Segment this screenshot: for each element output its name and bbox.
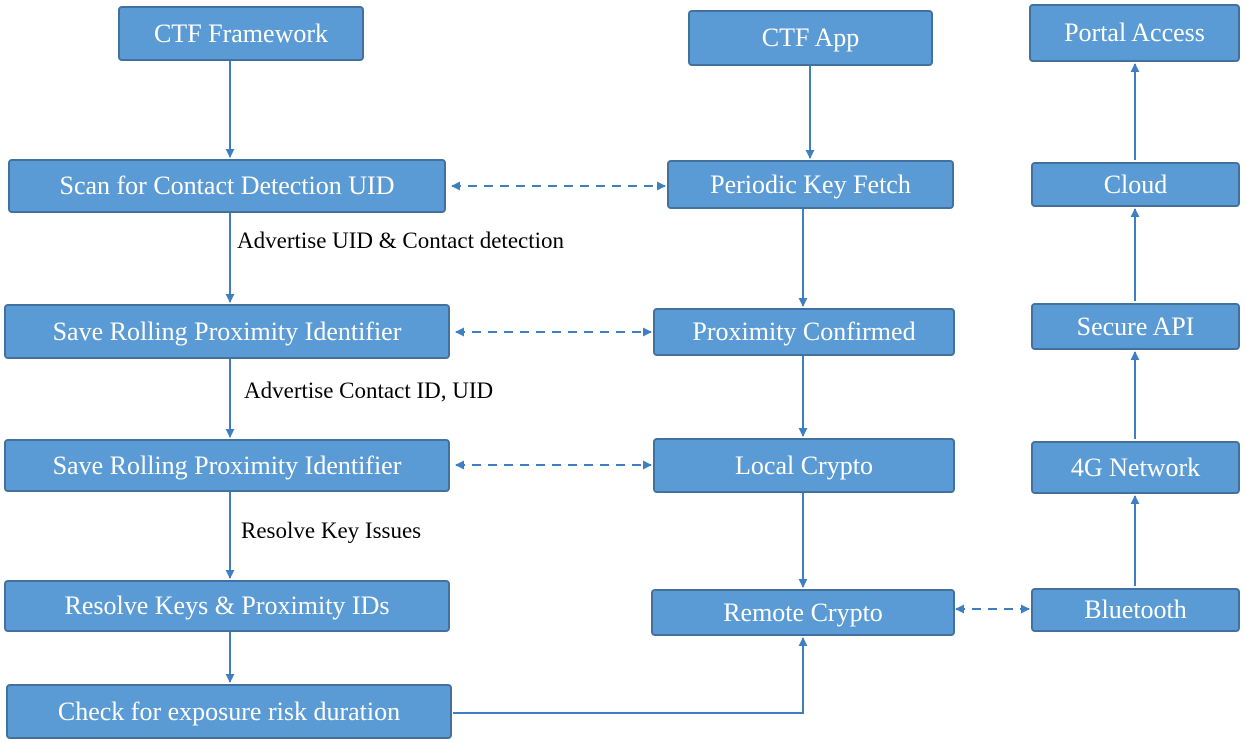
local-crypto-box[interactable]: Local Crypto: [653, 438, 955, 493]
ctf-framework-box[interactable]: CTF Framework: [118, 6, 364, 61]
secure-api-box[interactable]: Secure API: [1031, 303, 1240, 350]
edge-label-advertise-uid: Advertise UID & Contact detection: [237, 228, 565, 253]
bluetooth-box[interactable]: Bluetooth: [1031, 588, 1240, 632]
check-exposure-box[interactable]: Check for exposure risk duration: [6, 684, 452, 739]
proximity-confirmed-box[interactable]: Proximity Confirmed: [653, 308, 955, 356]
4g-network-box[interactable]: 4G Network: [1031, 441, 1240, 494]
scan-contact-detection-box[interactable]: Scan for Contact Detection UID: [8, 159, 446, 213]
cloud-box[interactable]: Cloud: [1031, 162, 1240, 207]
edge-label-resolve-key-issues: Resolve Key Issues: [241, 518, 422, 543]
edge-label-advertise-contact-id: Advertise Contact ID, UID: [244, 378, 494, 403]
save-rolling-proximity-box-2[interactable]: Save Rolling Proximity Identifier: [4, 439, 450, 492]
portal-access-box[interactable]: Portal Access: [1029, 4, 1240, 62]
ctf-app-box[interactable]: CTF App: [688, 10, 933, 66]
periodic-key-fetch-box[interactable]: Periodic Key Fetch: [667, 160, 954, 209]
arrow-check-exposure-to-remote-crypto: [453, 637, 808, 714]
save-rolling-proximity-box-1[interactable]: Save Rolling Proximity Identifier: [4, 304, 450, 359]
remote-crypto-box[interactable]: Remote Crypto: [651, 589, 955, 636]
resolve-keys-box[interactable]: Resolve Keys & Proximity IDs: [4, 580, 450, 632]
